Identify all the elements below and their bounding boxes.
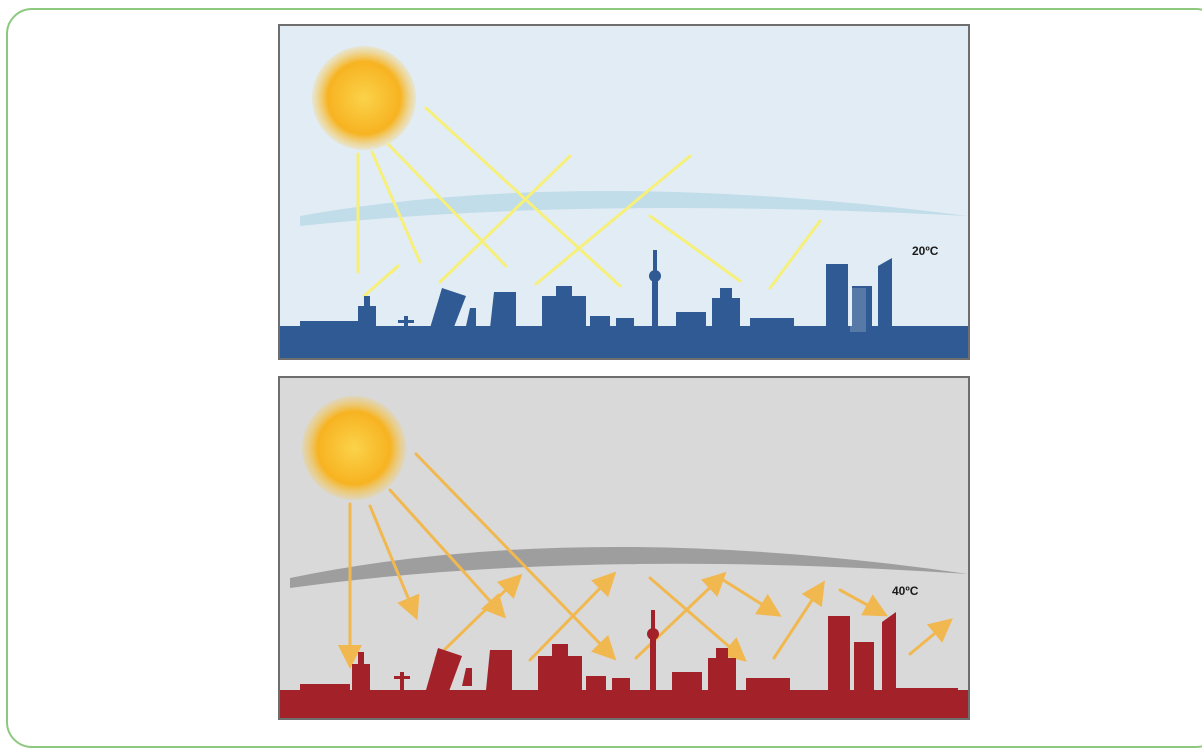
solar-rays [356,106,822,298]
solar-rays [338,452,953,669]
sun-icon [302,396,406,500]
temperature-label: 20ºC [912,244,939,258]
cool-city-panel: 20ºC [278,24,970,360]
pollution-layer [290,546,968,588]
sun-icon [312,46,416,150]
hot-city-panel: 40ºC [278,376,970,720]
city-skyline [280,610,968,718]
temperature-label: 40ºC [892,584,919,598]
city-skyline [280,250,968,358]
atmosphere-layer [300,191,968,226]
